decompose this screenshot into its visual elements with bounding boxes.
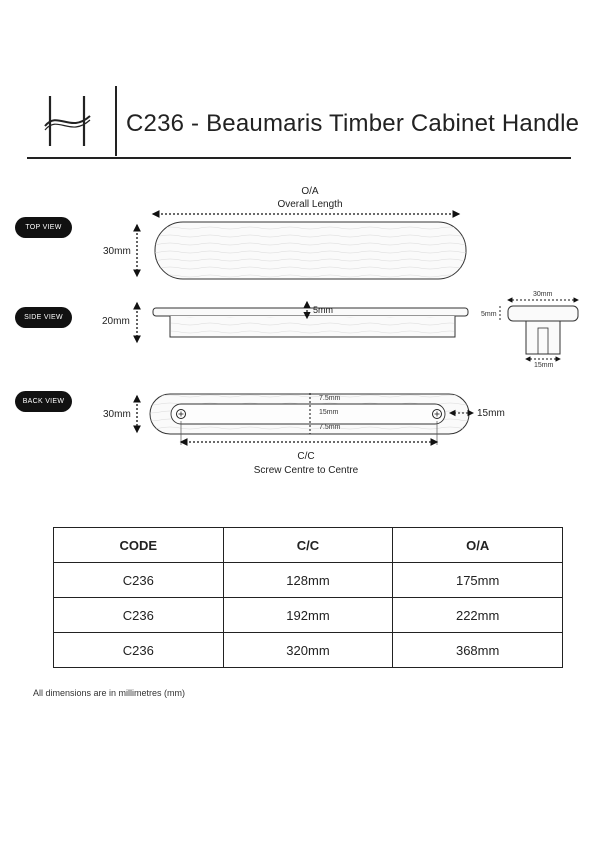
cell-cc: 192mm (222, 597, 394, 633)
cell-code: C236 (53, 562, 224, 598)
back-side-label: 15mm (477, 408, 505, 419)
col-header-oa: O/A (392, 527, 563, 563)
top-view-drawing (133, 210, 467, 280)
cell-code: C236 (53, 632, 224, 668)
header-divider (115, 86, 117, 156)
cc-label: C/C (297, 451, 315, 462)
back-view-pill: BACK VIEW (15, 391, 72, 412)
top-view-pill: TOP VIEW (15, 217, 72, 238)
col-header-code: CODE (53, 527, 224, 563)
table-row: C236 128mm 175mm (53, 562, 563, 598)
cell-oa: 175mm (392, 562, 563, 598)
oa-label: O/A (301, 186, 319, 197)
back-mid-gap-label: 15mm (319, 409, 339, 416)
units-note: All dimensions are in millimetres (mm) (33, 688, 186, 698)
cell-oa: 222mm (392, 597, 563, 633)
top-height-label: 30mm (103, 246, 131, 257)
end-height-label: 5mm (481, 311, 497, 318)
back-top-gap-label: 7.5mm (319, 395, 341, 402)
cell-cc: 128mm (222, 562, 394, 598)
end-view-drawing (499, 297, 579, 362)
cell-code: C236 (53, 597, 224, 633)
table-header-row: CODE C/C O/A (53, 527, 563, 563)
end-width-label: 30mm (533, 291, 553, 298)
table-row: C236 192mm 222mm (53, 597, 563, 633)
cell-oa: 368mm (392, 632, 563, 668)
oa-sub-label: Overall Length (277, 199, 343, 210)
header-rule (27, 157, 571, 159)
cell-cc: 320mm (222, 632, 394, 668)
side-view-drawing (133, 300, 469, 344)
table-row: C236 320mm 368mm (53, 632, 563, 668)
page-title: C236 - Beaumaris Timber Cabinet Handle (126, 110, 580, 137)
cc-sub-label: Screw Centre to Centre (253, 465, 359, 476)
spec-table: CODE C/C O/A C236 128mm 175mm C236 192mm… (53, 527, 563, 668)
side-view-pill: SIDE VIEW (15, 307, 72, 328)
end-base-label: 15mm (534, 362, 554, 369)
brand-logo-icon (44, 96, 91, 146)
side-height-label: 20mm (102, 316, 130, 327)
back-height-label: 30mm (103, 409, 131, 420)
back-view-drawing (133, 393, 475, 446)
col-header-cc: C/C (222, 527, 394, 563)
back-bottom-gap-label: 7.5mm (319, 424, 341, 431)
side-thickness-label: 5mm (313, 305, 333, 315)
